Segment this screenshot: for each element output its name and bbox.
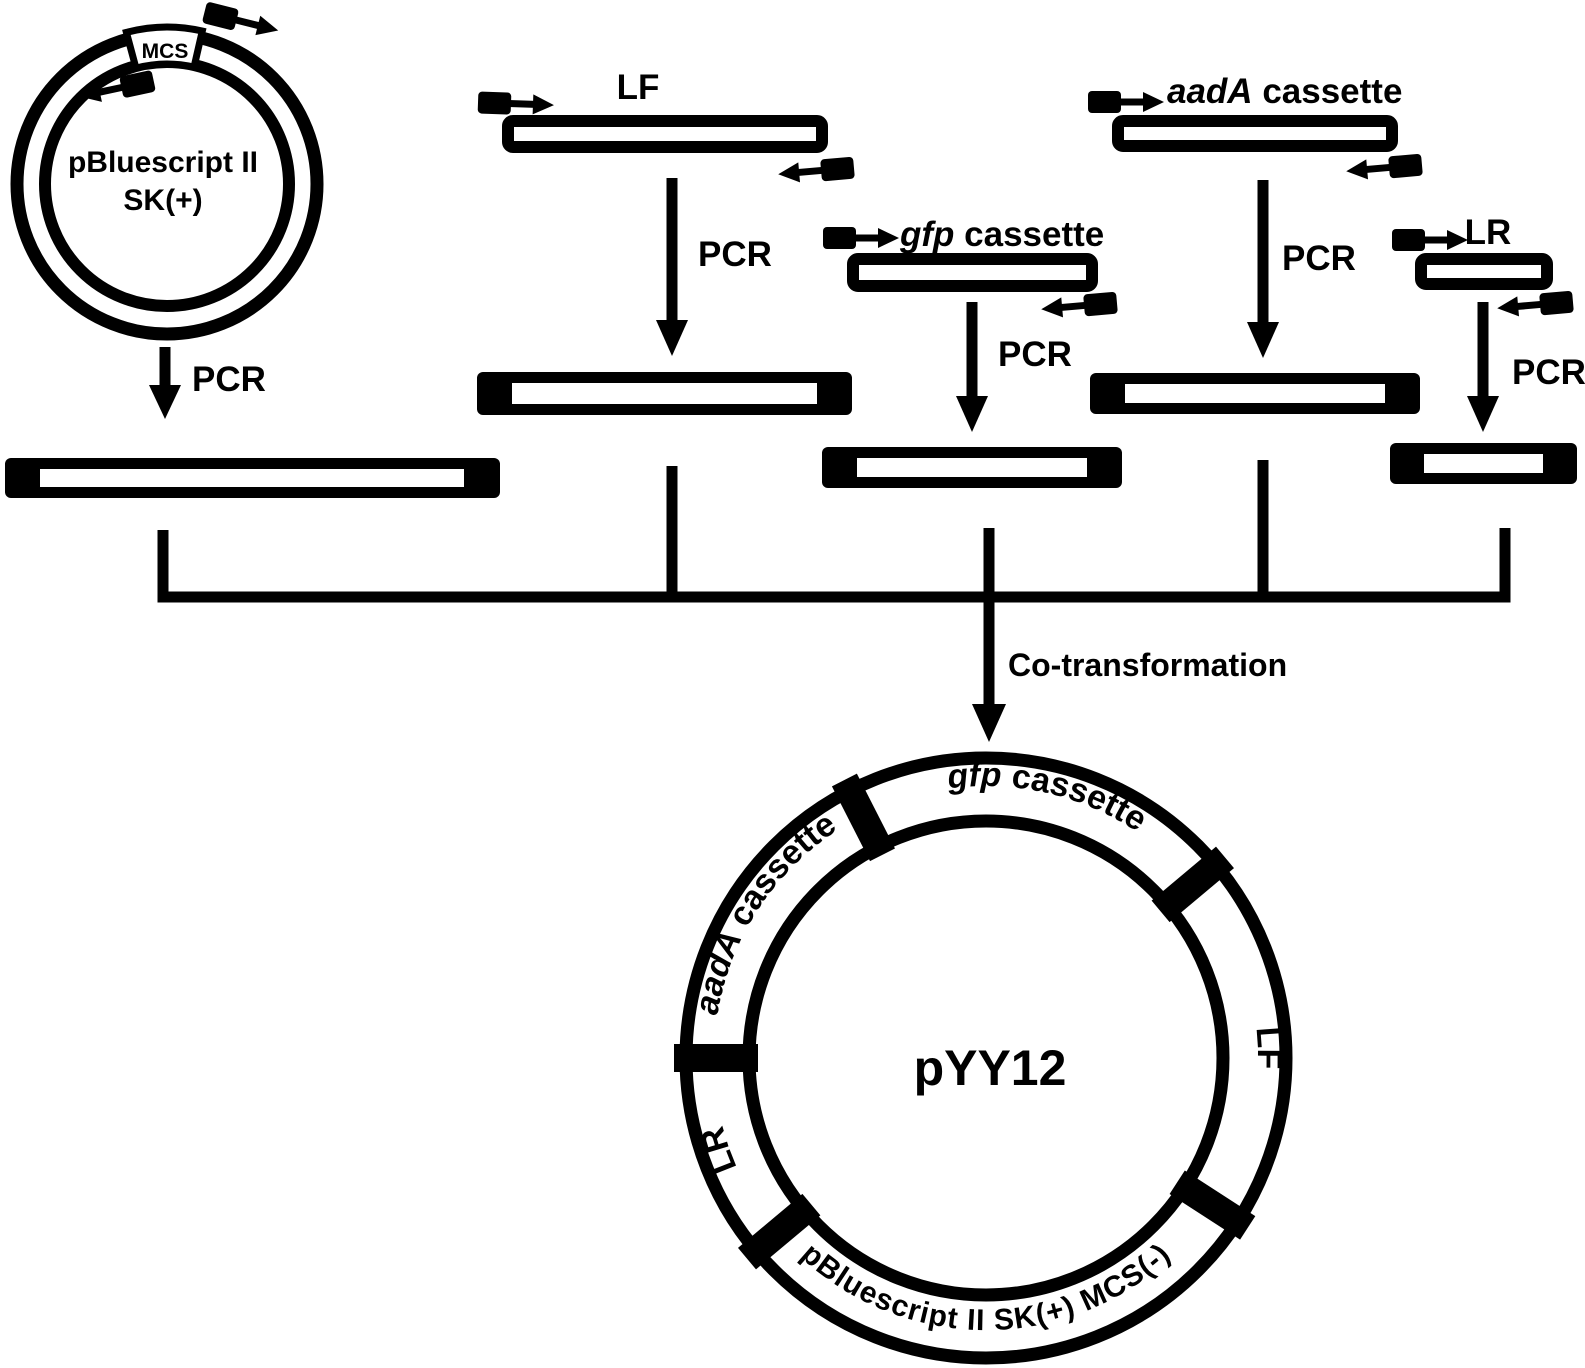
- lr-pcr-product: [1390, 443, 1577, 484]
- pcr-arrow-gfp: [956, 302, 988, 432]
- lf-label: LF: [617, 68, 660, 107]
- forward-primer-icon: [823, 227, 899, 249]
- mcs-wedge: [122, 23, 207, 73]
- aada-pcr-product: [1090, 373, 1420, 414]
- lf-pcr-product: [477, 372, 852, 415]
- source-plasmid-name-line2: SK(+): [123, 184, 202, 217]
- lr-fragment-source: LR PCR: [1392, 213, 1585, 432]
- separator-gfp-lf: [1151, 846, 1234, 923]
- lr-bar: [1415, 253, 1553, 290]
- reverse-primer-icon: [1496, 290, 1574, 320]
- lf-bar: [502, 115, 828, 153]
- pcr-arrow-backbone: [149, 347, 181, 419]
- mcs-label: MCS: [142, 40, 189, 63]
- pcr-arrow-lr: [1467, 302, 1499, 432]
- pcr-arrow-lf: [656, 178, 688, 356]
- forward-primer-icon: [1392, 229, 1468, 251]
- gfp-pcr-product: [822, 447, 1122, 488]
- separator-aada-gfp: [831, 773, 895, 862]
- cotransformation-label: Co-transformation: [1008, 647, 1287, 683]
- gfp-bar: [847, 253, 1098, 292]
- forward-primer-icon: [1088, 91, 1164, 113]
- separator-backbone-lr: [738, 1193, 821, 1270]
- source-plasmid-name-line1: pBluescript II: [68, 146, 258, 179]
- lf-fragment-source: LF PCR: [477, 68, 855, 356]
- pcr-label-lf: PCR: [698, 235, 772, 274]
- separator-lf-backbone: [1169, 1170, 1256, 1240]
- aada-bar: [1112, 115, 1398, 152]
- pcr-arrow-aada: [1247, 180, 1279, 358]
- gfp-cassette-source: gfp cassette PCR: [823, 215, 1118, 432]
- gfp-cassette-label: gfp cassette: [899, 215, 1104, 254]
- aada-cassette-label: aadA cassette: [1167, 72, 1402, 111]
- assembly-bracket: [157, 460, 1511, 603]
- pcr-label-backbone: PCR: [192, 360, 266, 399]
- pcr-label-lr: PCR: [1512, 353, 1585, 392]
- segment-separators: [674, 773, 1256, 1270]
- source-plasmid: MCS pBluescript II SK(+) PCR: [10, 1, 324, 419]
- reverse-primer-icon: [1345, 153, 1423, 183]
- reverse-primer-icon: [777, 156, 855, 186]
- product-plasmid-name: pYY12: [914, 1040, 1067, 1096]
- reverse-primer-icon: [1040, 291, 1118, 321]
- cotransformation-arrow: [972, 528, 1006, 742]
- forward-primer-icon: [477, 91, 555, 117]
- pcr-label-aada: PCR: [1282, 239, 1356, 278]
- product-plasmid: aadA cassette gfp cassette LF LR pBluesc…: [674, 751, 1293, 1365]
- lr-label: LR: [1465, 213, 1512, 252]
- aada-cassette-source: aadA cassette PCR: [1088, 72, 1423, 358]
- pcr-label-gfp: PCR: [998, 335, 1072, 374]
- backbone-pcr-product: [5, 458, 500, 498]
